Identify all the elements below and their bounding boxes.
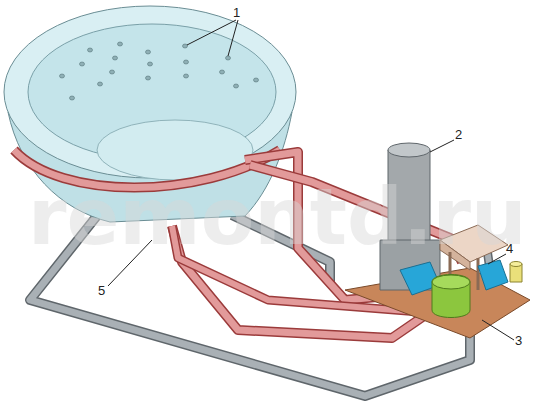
jet-holes [60,42,259,100]
watermark: remontd.ru [28,178,527,256]
callout-number: 1 [233,6,240,19]
callout-number: 5 [98,284,105,297]
callout-number: 3 [515,334,522,347]
callout-number: 2 [455,128,462,141]
pumps [400,260,522,318]
